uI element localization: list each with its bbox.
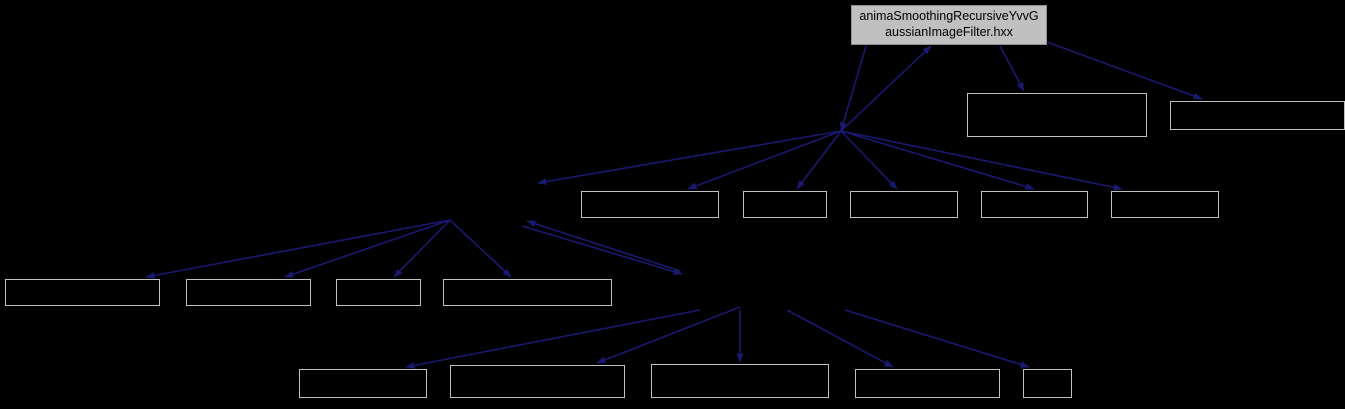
node-bottom-4[interactable] xyxy=(855,369,1000,398)
edge-hubA-to-mid-1 xyxy=(687,130,842,190)
node-top-right-2[interactable] xyxy=(1170,101,1345,130)
edge-hubC-to-bottom-5 xyxy=(844,309,1030,368)
node-low-4-label xyxy=(444,282,452,296)
node-low-4[interactable] xyxy=(443,279,612,306)
node-mid-3-label xyxy=(851,194,859,208)
node-bottom-2[interactable] xyxy=(450,365,625,398)
node-low-2-label xyxy=(187,282,195,296)
node-bottom-1[interactable] xyxy=(299,369,427,398)
edge-hubA-to-mid-2 xyxy=(796,130,842,190)
edge-hubB-to-low-2 xyxy=(284,219,451,278)
node-mid-2-label xyxy=(744,194,752,208)
edge-root-to-topright-1 xyxy=(999,45,1025,92)
edge-hubC-to-bottom-1 xyxy=(405,309,701,369)
node-low-1-label xyxy=(6,282,14,296)
node-bottom-4-label xyxy=(856,372,864,386)
node-low-2[interactable] xyxy=(186,279,311,306)
node-low-3[interactable] xyxy=(336,279,421,306)
node-mid-2[interactable] xyxy=(743,191,827,218)
node-mid-5[interactable] xyxy=(1111,191,1219,218)
edges-group xyxy=(145,41,1203,369)
node-low-3-label xyxy=(337,282,345,296)
root-node-label: animaSmoothingRecursiveYvvGaussianImageF… xyxy=(859,9,1039,39)
node-top-right-1[interactable] xyxy=(967,93,1147,137)
node-mid-4-label xyxy=(982,194,990,208)
node-bottom-2-label xyxy=(451,368,459,382)
edge-root-to-hubA-down xyxy=(840,45,867,132)
node-root-animaSmoothingRecursiveYvvGaussianImageFilter-hxx[interactable]: animaSmoothingRecursiveYvvGaussianImageF… xyxy=(851,5,1047,45)
node-bottom-1-label xyxy=(300,372,308,386)
node-mid-1[interactable] xyxy=(581,191,719,218)
node-top-right-2-label xyxy=(1171,104,1179,118)
node-bottom-5-label xyxy=(1024,372,1032,386)
node-low-1[interactable] xyxy=(5,279,160,306)
node-bottom-5[interactable] xyxy=(1023,369,1072,398)
edge-hubC-to-bottom-2 xyxy=(596,306,741,364)
node-top-right-1-label xyxy=(968,96,976,110)
node-mid-4[interactable] xyxy=(981,191,1088,218)
edge-hubA-to-mid-3 xyxy=(840,130,898,190)
edge-hubC-to-hubB xyxy=(526,220,681,272)
edge-hubB-to-low-4 xyxy=(449,219,512,278)
node-mid-1-label xyxy=(582,194,590,208)
edge-hubB-to-low-1 xyxy=(145,219,451,279)
node-bottom-3-label xyxy=(652,367,660,381)
edge-hubB-to-low-3 xyxy=(393,219,451,278)
edge-hubA-to-hubB xyxy=(537,130,842,186)
node-mid-3[interactable] xyxy=(850,191,958,218)
edge-hubC-to-bottom-4 xyxy=(786,309,894,368)
edge-hubA-to-root-up xyxy=(840,45,932,132)
edge-hubA-to-mid-5 xyxy=(840,130,1123,191)
edge-hubA-to-mid-4 xyxy=(840,130,1035,190)
node-bottom-3[interactable] xyxy=(651,364,829,398)
edge-root-to-topright-2 xyxy=(1046,41,1203,100)
edge-hubB-to-hubC xyxy=(521,225,683,275)
node-mid-5-label xyxy=(1112,194,1120,208)
